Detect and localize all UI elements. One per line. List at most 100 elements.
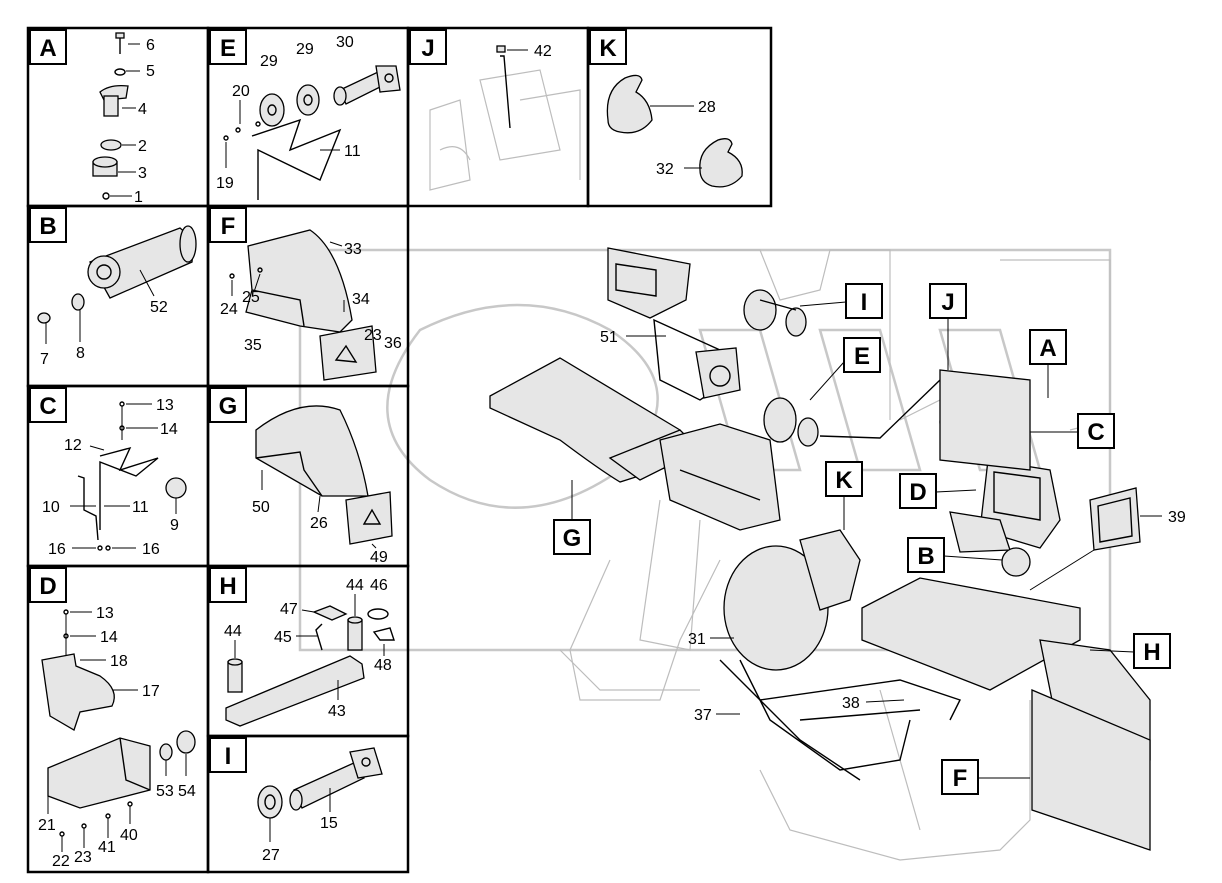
panel-g-num-2: 26 — [310, 515, 328, 532]
panel-g-letter: G — [219, 393, 238, 420]
panel-c-letter: C — [39, 393, 56, 420]
callout-f: F — [953, 765, 968, 792]
panel-f-letter: F — [221, 213, 236, 240]
panel-d-num-7: 54 — [178, 783, 196, 800]
panel-k-num-1: 28 — [698, 99, 716, 116]
panel-a-num-3: 4 — [138, 101, 147, 118]
panel-i-num-2: 15 — [320, 815, 338, 832]
panel-a-num-5: 3 — [138, 165, 147, 182]
panel-d-num-5: 21 — [38, 817, 56, 834]
panel-e: E 30 29 29 20 11 19 — [209, 29, 401, 200]
panel-c-num-4: 10 — [42, 499, 60, 516]
panel-h-num-7: 43 — [328, 703, 346, 720]
main-num-51: 51 — [600, 329, 618, 346]
panel-k: K 28 32 — [589, 29, 743, 188]
main-number-labels: 51 39 31 38 37 — [600, 329, 1186, 724]
panel-b-num-2: 7 — [40, 351, 49, 368]
callout-c: C — [1087, 419, 1104, 446]
panel-h-num-6: 48 — [374, 657, 392, 674]
main-assembly — [489, 247, 1151, 851]
panel-d-num-2: 14 — [100, 629, 118, 646]
panel-a-num-6: 1 — [134, 189, 143, 206]
panel-f: F 33 25 24 34 35 23 36 — [209, 207, 402, 381]
callout-d: D — [909, 479, 926, 506]
panel-a-num-2: 5 — [146, 63, 155, 80]
callout-a: A — [1039, 335, 1056, 362]
panel-g-num-3: 49 — [370, 549, 388, 566]
panel-d-num-8: 22 — [52, 853, 70, 870]
panel-d-num-9: 23 — [74, 849, 92, 866]
panel-b-num-3: 8 — [76, 345, 85, 362]
panel-f-num-3: 24 — [220, 301, 238, 318]
panel-c-num-2: 14 — [160, 421, 178, 438]
panel-h-num-3: 47 — [280, 601, 298, 618]
callout-b: B — [917, 543, 934, 570]
panel-g: G 50 26 49 — [209, 387, 393, 566]
panel-a-num-4: 2 — [138, 138, 147, 155]
panel-h-num-1: 44 — [346, 577, 364, 594]
panel-c-num-8: 16 — [142, 541, 160, 558]
panel-d-num-1: 13 — [96, 605, 114, 622]
panel-k-letter: K — [599, 35, 617, 62]
panel-i-letter: I — [225, 743, 232, 770]
panel-d-num-3: 18 — [110, 653, 128, 670]
panel-e-num-6: 19 — [216, 175, 234, 192]
panel-d-num-6: 53 — [156, 783, 174, 800]
panel-d-num-4: 17 — [142, 683, 160, 700]
panel-e-num-3: 29 — [260, 53, 278, 70]
panel-d-num-11: 40 — [120, 827, 138, 844]
panel-b-letter: B — [39, 213, 56, 240]
panel-j: J 42 — [409, 29, 581, 191]
callout-e: E — [854, 343, 870, 370]
callout-g: G — [563, 525, 582, 552]
main-callouts: I J E A C K D G B H — [553, 283, 1171, 795]
main-num-39: 39 — [1168, 509, 1186, 526]
panel-i-num-1: 27 — [262, 847, 280, 864]
panel-f-num-4: 34 — [352, 291, 370, 308]
panel-c-num-1: 13 — [156, 397, 174, 414]
panel-f-num-6: 23 — [364, 327, 382, 344]
main-num-38: 38 — [842, 695, 860, 712]
panel-d-num-10: 41 — [98, 839, 116, 856]
panel-e-num-2: 29 — [296, 41, 314, 58]
panel-e-num-1: 30 — [336, 34, 354, 51]
panel-c-num-6: 9 — [170, 517, 179, 534]
panel-a-num-1: 6 — [146, 37, 155, 54]
callout-h: H — [1143, 639, 1160, 666]
panel-frames — [26, 26, 773, 874]
panel-b-num-1: 52 — [150, 299, 168, 316]
panel-j-letter: J — [421, 35, 434, 62]
callout-i: I — [861, 289, 868, 316]
panel-a: A 6 5 4 2 3 1 — [29, 29, 155, 206]
panel-h-num-2: 46 — [370, 577, 388, 594]
callout-j: J — [941, 289, 954, 316]
panel-k-num-2: 32 — [656, 161, 674, 178]
panel-c: C 13 14 12 10 11 9 16 16 — [29, 387, 187, 558]
panel-j-num-1: 42 — [534, 43, 552, 60]
callout-k: K — [835, 467, 853, 494]
panel-h-num-4: 45 — [274, 629, 292, 646]
panel-i: I 27 15 — [209, 737, 383, 864]
main-num-31: 31 — [688, 631, 706, 648]
panel-c-num-3: 12 — [64, 437, 82, 454]
panel-f-num-2: 25 — [242, 289, 260, 306]
panel-c-num-5: 11 — [132, 499, 149, 516]
panel-f-num-5: 35 — [244, 337, 262, 354]
panel-e-num-4: 20 — [232, 83, 250, 100]
panel-h: H 44 46 47 45 44 48 43 — [209, 567, 395, 727]
panel-d-letter: D — [39, 573, 56, 600]
panel-a-letter: A — [39, 35, 56, 62]
panel-c-num-7: 16 — [48, 541, 66, 558]
panel-h-letter: H — [219, 573, 236, 600]
panel-b: B 52 7 8 — [29, 207, 197, 368]
panel-g-num-1: 50 — [252, 499, 270, 516]
panel-f-num-1: 33 — [344, 241, 362, 258]
panel-f-num-7: 36 — [384, 335, 402, 352]
panel-e-letter: E — [220, 35, 236, 62]
main-num-37: 37 — [694, 707, 712, 724]
panel-a-letter-box — [29, 29, 67, 65]
panel-e-num-5: 11 — [344, 143, 361, 160]
panel-d: D 13 14 18 17 21 53 54 22 23 41 40 — [29, 567, 196, 870]
panel-h-num-5: 44 — [224, 623, 242, 640]
